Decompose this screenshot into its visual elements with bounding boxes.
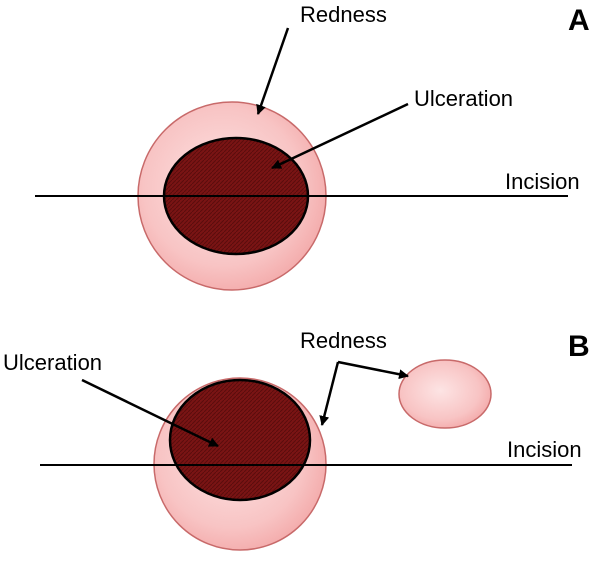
panel-b-redness-arrow-main — [319, 361, 340, 426]
panel-b-incision-label: Incision — [507, 437, 582, 462]
panel-b-ulceration-area — [168, 378, 312, 502]
panel-a: A Redness Ulceration Incision — [35, 2, 590, 291]
panel-a-label: A — [568, 4, 590, 37]
panel-b-redness-label: Redness — [300, 328, 387, 353]
panel-a-redness-label: Redness — [300, 2, 387, 27]
panel-b-ulceration-label: Ulceration — [3, 350, 102, 375]
panel-b-ulceration-arrow — [81, 378, 219, 448]
panel-b-satellite-redness-area — [398, 359, 492, 429]
panel-b-label: B — [568, 330, 590, 363]
panel-b-redness-arrow-satellite — [337, 360, 409, 380]
panel-b: B Redness Ulceration Incision — [3, 328, 590, 551]
panel-a-ulceration-label: Ulceration — [414, 86, 513, 111]
panel-a-ulceration-arrow — [271, 102, 409, 170]
panel-a-incision-label: Incision — [505, 169, 580, 194]
panel-a-redness-arrow — [256, 27, 290, 115]
